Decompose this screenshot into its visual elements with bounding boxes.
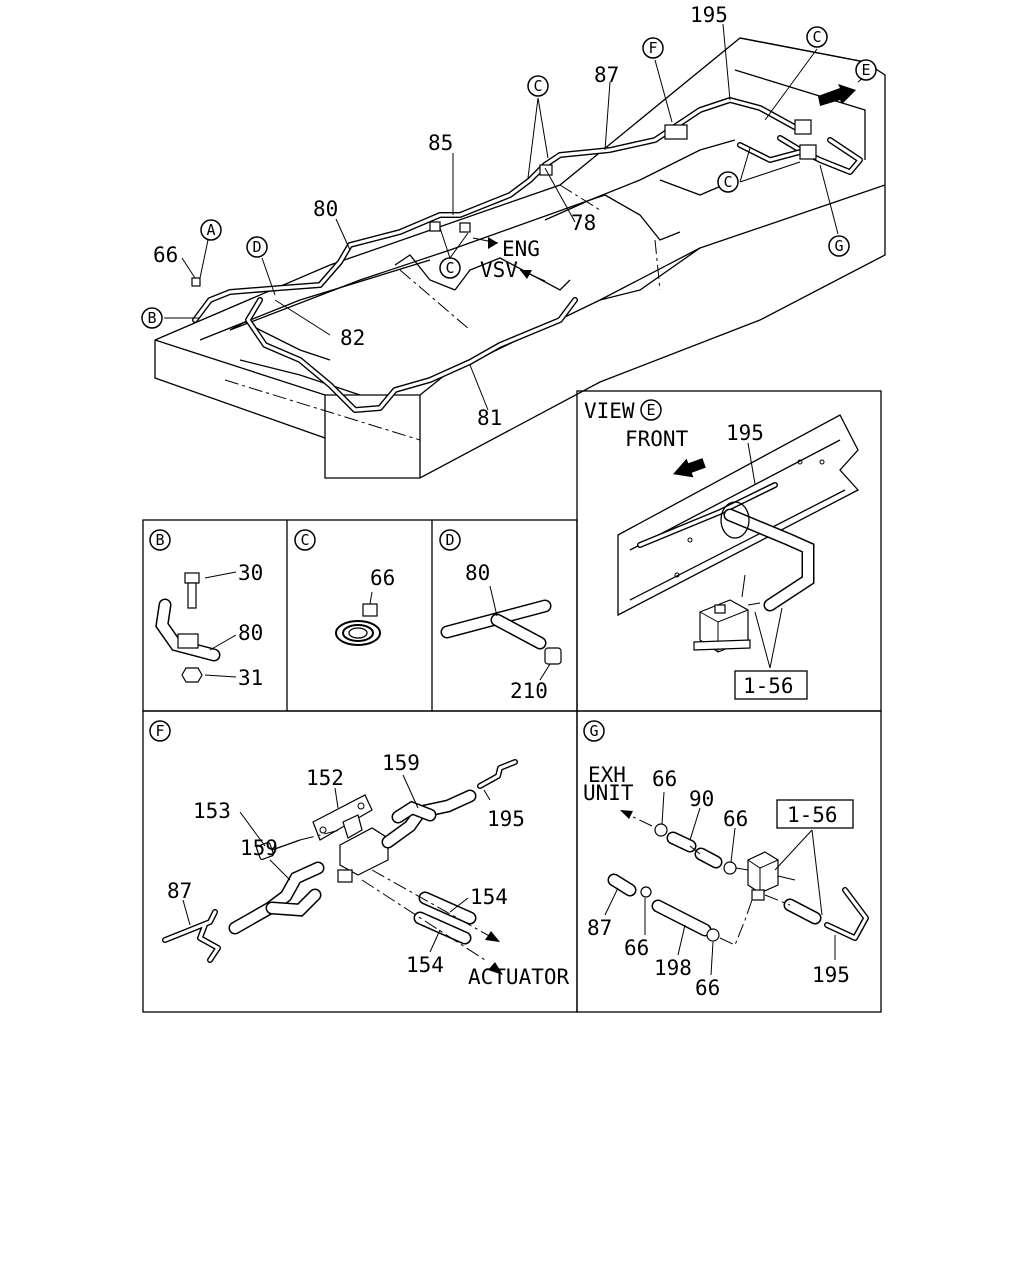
detail-b-part-30: 30	[238, 561, 263, 585]
detail-f: F	[149, 720, 570, 989]
callout-82: 82	[340, 326, 365, 350]
detail-g-tag: G	[583, 720, 605, 742]
svg-text:G: G	[589, 722, 598, 740]
callout-78: 78	[571, 211, 596, 235]
svg-text:G: G	[834, 237, 843, 255]
detail-b: B 30 80 31	[149, 529, 263, 690]
view-e: VIEW E FRONT 195 1-56	[584, 399, 860, 700]
detail-c-part-66: 66	[370, 566, 395, 590]
detail-f-part-195: 195	[487, 807, 525, 831]
svg-text:C: C	[723, 173, 732, 191]
detail-g: G EXH UNIT	[583, 720, 869, 1000]
detail-f-part-152: 152	[306, 766, 344, 790]
marker-f: F	[642, 37, 664, 59]
marker-c-2: C	[527, 75, 549, 97]
marker-g: G	[828, 235, 850, 257]
callout-80: 80	[313, 197, 338, 221]
detail-d-part-210: 210	[510, 679, 548, 703]
marker-d: D	[246, 236, 268, 258]
vsv-label: VSV	[480, 258, 518, 282]
view-e-front: FRONT	[625, 427, 689, 451]
detail-d: D 80 210	[439, 529, 562, 703]
detail-g-part-87: 87	[587, 916, 612, 940]
svg-text:C: C	[533, 77, 542, 95]
detail-d-tag: D	[439, 529, 461, 551]
svg-text:C: C	[812, 28, 821, 46]
svg-text:F: F	[155, 722, 164, 740]
svg-text:E: E	[646, 401, 655, 419]
svg-text:A: A	[206, 221, 215, 239]
detail-f-part-154-lower: 154	[406, 953, 444, 977]
marker-a: A	[200, 219, 222, 241]
svg-text:C: C	[300, 531, 309, 549]
detail-g-part-66-top: 66	[652, 767, 677, 791]
marker-c-3: C	[806, 26, 828, 48]
detail-b-part-31: 31	[238, 666, 263, 690]
detail-f-tag: F	[149, 720, 171, 742]
marker-c-1: C	[439, 257, 461, 279]
detail-f-actuator-label: ACTUATOR	[468, 965, 570, 989]
detail-g-part-box	[776, 799, 854, 829]
detail-b-tag: B	[149, 529, 171, 551]
svg-text:E: E	[861, 61, 870, 79]
svg-text:D: D	[445, 531, 454, 549]
detail-b-part-80: 80	[238, 621, 263, 645]
callout-66: 66	[153, 243, 178, 267]
detail-f-part-154-upper: 154	[470, 885, 508, 909]
detail-g-part-198: 198	[654, 956, 692, 980]
view-e-part-box	[734, 670, 808, 700]
detail-f-part-159-top: 159	[382, 751, 420, 775]
detail-g-part-66-low: 66	[624, 936, 649, 960]
svg-text:B: B	[155, 531, 164, 549]
detail-f-part-87: 87	[167, 879, 192, 903]
svg-text:C: C	[445, 259, 454, 277]
detail-g-part-195: 195	[812, 963, 850, 987]
marker-b: B	[141, 307, 163, 329]
eng-label: ENG	[502, 237, 540, 261]
view-e-tag: E	[640, 399, 662, 421]
svg-text:F: F	[648, 39, 657, 57]
svg-text:B: B	[147, 309, 156, 327]
callout-195: 195	[690, 3, 728, 27]
detail-c: C 66	[294, 529, 395, 646]
marker-e: E	[855, 59, 877, 81]
view-e-title: VIEW	[584, 399, 635, 423]
detail-g-exh-line2: UNIT	[583, 781, 634, 805]
view-e-part-195: 195	[726, 421, 764, 445]
panel-borders	[142, 390, 882, 1013]
main-chassis-view: 195 87 85 80 66 82 81 78 ENG VSV A B D C…	[141, 3, 886, 479]
view-e-part-1-56: 1-56	[743, 674, 794, 698]
detail-d-part-80: 80	[465, 561, 490, 585]
detail-f-part-153: 153	[193, 799, 231, 823]
detail-g-part-66-bottom: 66	[695, 976, 720, 1000]
detail-g-part-66-mid: 66	[723, 807, 748, 831]
marker-c-4: C	[717, 171, 739, 193]
callout-87: 87	[594, 63, 619, 87]
detail-g-part-1-56: 1-56	[787, 803, 838, 827]
detail-g-part-90: 90	[689, 787, 714, 811]
detail-g-exh-line1: EXH	[588, 763, 626, 787]
detail-f-part-159-left: 159	[240, 836, 278, 860]
svg-text:D: D	[252, 238, 261, 256]
callout-81: 81	[477, 406, 502, 430]
callout-85: 85	[428, 131, 453, 155]
detail-c-tag: C	[294, 529, 316, 551]
